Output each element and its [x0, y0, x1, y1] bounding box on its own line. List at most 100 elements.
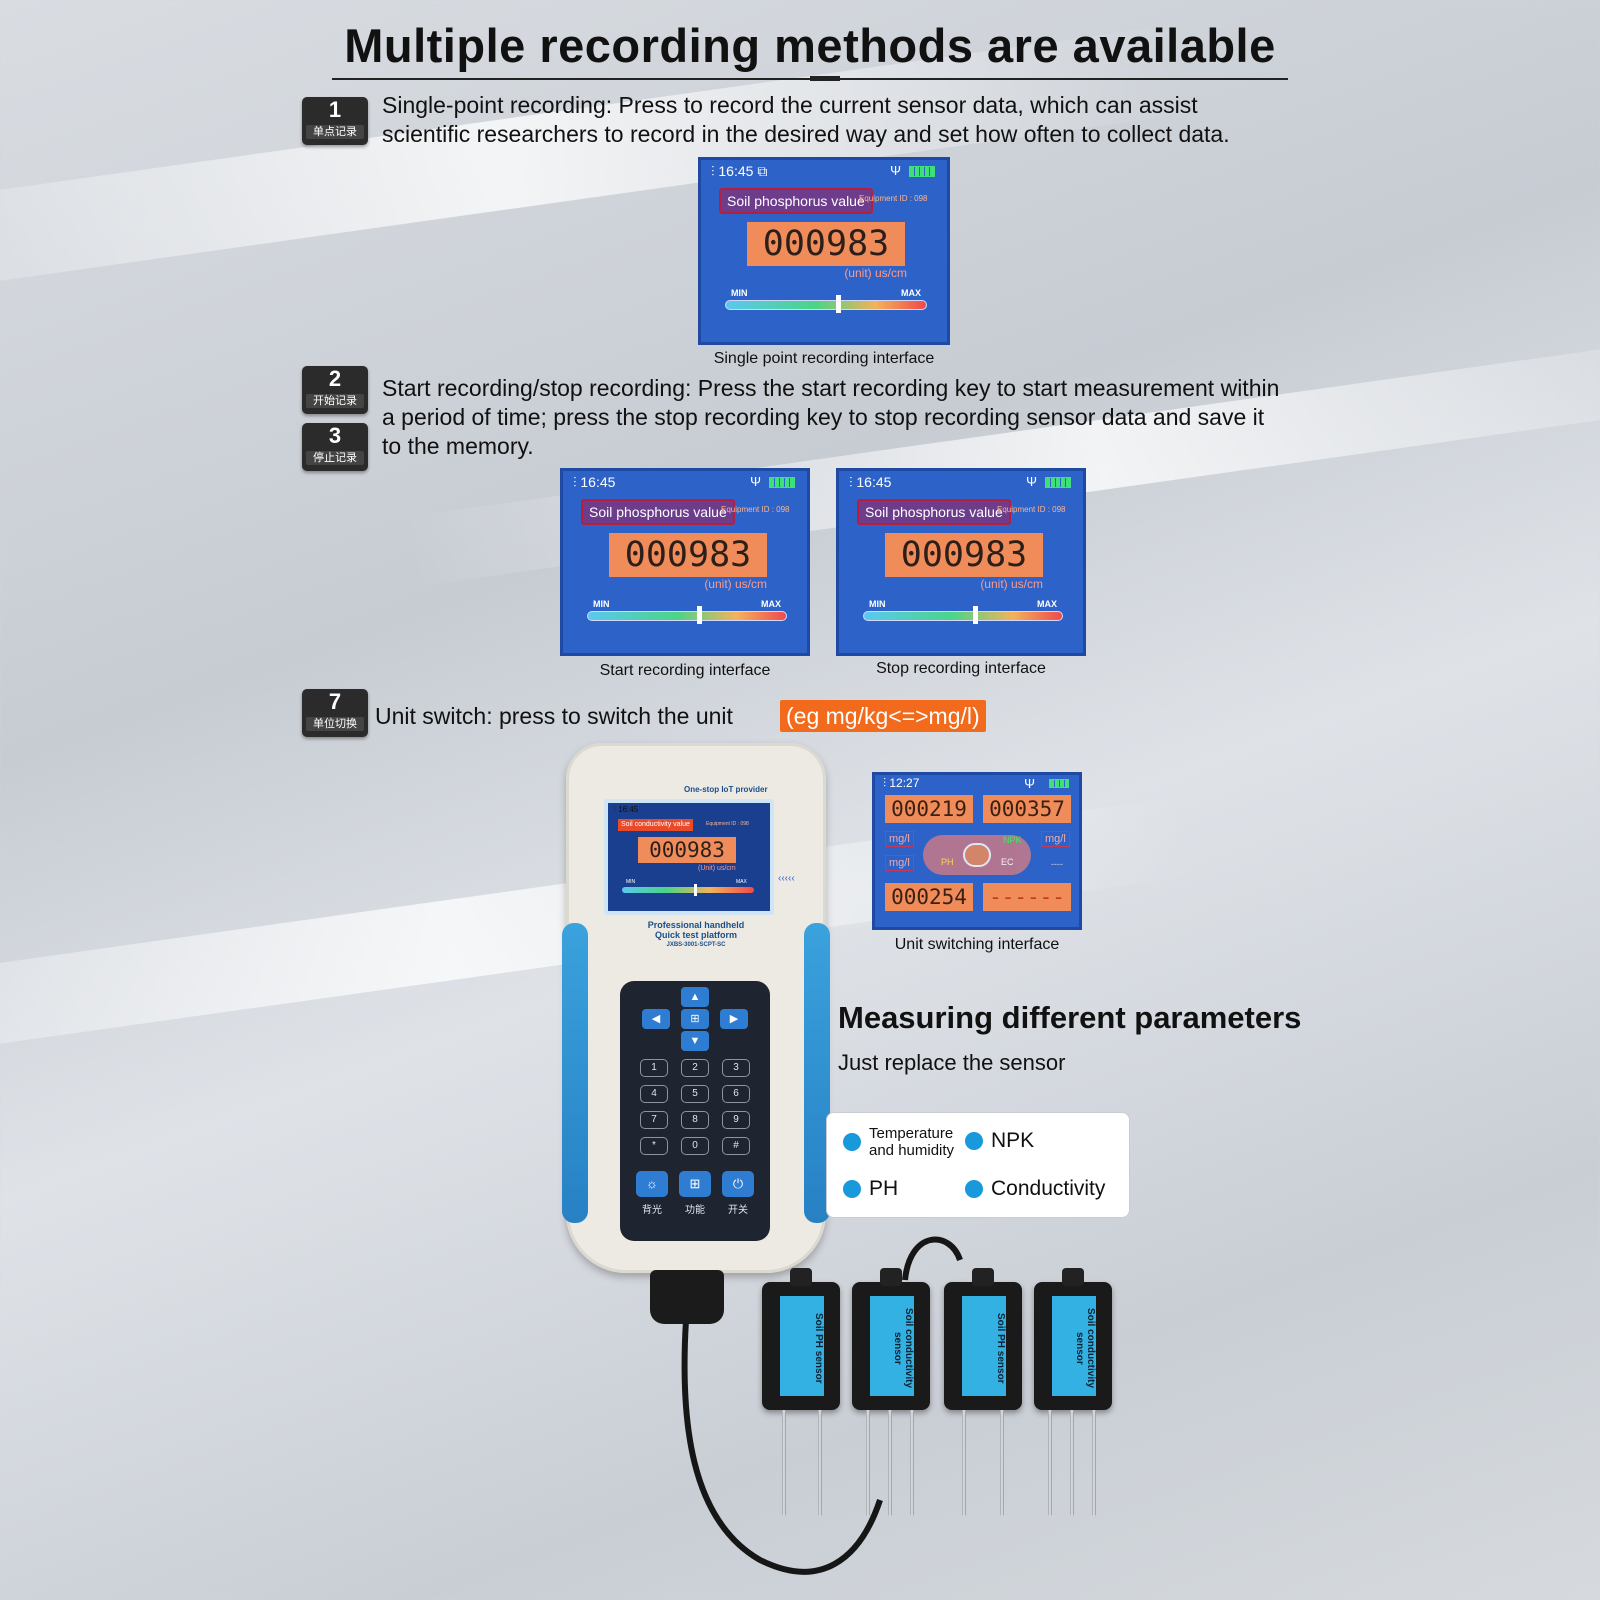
- sensor-probe: [1000, 1410, 1004, 1516]
- measurement-value: 000983: [885, 533, 1043, 577]
- sensor-probe: [818, 1410, 822, 1516]
- bullet-dot-icon: [843, 1180, 861, 1198]
- device-measurement-label: Soil conductivity value: [618, 819, 693, 831]
- sensor-cap: [880, 1268, 902, 1286]
- db9-connector: [650, 1270, 724, 1324]
- param-conductivity: Conductivity: [965, 1177, 1105, 1201]
- signal-time: ⫶ 12:27: [883, 776, 920, 790]
- device-time: ⫶ 16:45: [614, 805, 639, 814]
- power-button[interactable]: ⏻: [722, 1171, 754, 1197]
- scale-max: MAX: [901, 288, 921, 298]
- device-level-needle: [693, 884, 697, 896]
- caption-start: Start recording interface: [599, 662, 771, 679]
- start-stop-description: Start recording/stop recording: Press th…: [382, 375, 1280, 459]
- key-9[interactable]: 9: [722, 1111, 750, 1129]
- sensor-1: Soil PH sensor: [762, 1268, 840, 1410]
- measurement-label: Soil phosphorus value: [581, 499, 735, 525]
- device-brand: One-stop IoT provider: [684, 785, 768, 794]
- caption-unit: Unit switching interface: [894, 936, 1060, 953]
- battery-icon: [769, 477, 795, 488]
- hub-knob: [963, 843, 991, 867]
- key-7[interactable]: 7: [640, 1111, 668, 1129]
- key-hash[interactable]: #: [722, 1137, 750, 1155]
- level-bar: [725, 295, 927, 313]
- measurement-unit: (unit) us/cm: [704, 577, 767, 591]
- title-underline: [332, 76, 1288, 81]
- usb-icon: Ψ: [1024, 776, 1035, 791]
- device-model: JXBS-3001-SCPT-SC: [666, 942, 726, 948]
- scale-max: MAX: [761, 599, 781, 609]
- equipment-id: Equipment ID : 098: [859, 194, 928, 203]
- value-cell-1: 000219: [885, 795, 973, 823]
- stop-recording-screen: ⫶ 16:45 Ψ Soil phosphorus value Equipmen…: [836, 468, 1086, 656]
- function-button[interactable]: ⊞: [679, 1171, 711, 1197]
- arrow-left-button[interactable]: ◀: [642, 1009, 670, 1029]
- level-needle: [972, 606, 978, 624]
- signal-time: ⫶ 16:45: [573, 474, 616, 490]
- signal-time: ⫶ 16:45: [849, 474, 892, 490]
- key-0[interactable]: 0: [681, 1137, 709, 1155]
- function-label: 功能: [685, 1205, 705, 1216]
- key-single-record: 1 单点记录: [302, 97, 368, 145]
- key-unit-switch: 7 单位切换: [302, 689, 368, 737]
- signal-time: ⫶ 16:45 ⧉: [711, 163, 768, 179]
- unit-switching-screen: ⫶ 12:27 Ψ 000219 000357 mg/l mg/l mg/l P…: [872, 772, 1082, 930]
- sensor-probe: [888, 1410, 892, 1516]
- key-2[interactable]: 2: [681, 1059, 709, 1077]
- scale-min: MIN: [731, 288, 748, 298]
- key-6[interactable]: 6: [722, 1085, 750, 1103]
- sensor-cap: [1062, 1268, 1084, 1286]
- backlight-button[interactable]: ☼: [636, 1171, 668, 1197]
- key-star[interactable]: *: [640, 1137, 668, 1155]
- sensor-cap: [972, 1268, 994, 1286]
- start-recording-screen: ⫶ 16:45 Ψ Soil phosphorus value Equipmen…: [560, 468, 810, 656]
- device-equipment-id: Equipment ID : 098: [706, 821, 749, 827]
- sensor-probe: [1070, 1410, 1074, 1516]
- handheld-device: One-stop IoT provider ⫶ 16:45 Soil condu…: [562, 743, 830, 1273]
- device-screen: ⫶ 16:45 Soil conductivity value Equipmen…: [604, 799, 774, 915]
- key-5[interactable]: 5: [681, 1085, 709, 1103]
- parameters-subheading: Just replace the sensor: [838, 1050, 1066, 1075]
- device-text-line1: Professional handheld: [647, 920, 745, 930]
- usb-icon: Ψ: [750, 474, 761, 489]
- device-measurement-unit: (Unit) us/cm: [698, 865, 736, 872]
- battery-icon: [1049, 779, 1069, 788]
- parameters-heading: Measuring different parameters: [838, 1000, 1302, 1035]
- value-cell-2: 000357: [983, 795, 1071, 823]
- value-cell-3: 000254: [885, 883, 973, 911]
- sensor-cap: [790, 1268, 812, 1286]
- unit-label-2: mg/l: [1041, 831, 1070, 847]
- sensor-probe: [1048, 1410, 1052, 1516]
- key-3[interactable]: 3: [722, 1059, 750, 1077]
- parameter-hub: [923, 835, 1031, 875]
- level-needle: [696, 606, 702, 624]
- key-8[interactable]: 8: [681, 1111, 709, 1129]
- key-4[interactable]: 4: [640, 1085, 668, 1103]
- device-measurement-value: 000983: [638, 837, 736, 863]
- tag-dash: ----: [1051, 859, 1063, 869]
- unit-switch-description: Unit switch: press to switch the unit: [375, 703, 733, 729]
- arrow-right-button[interactable]: ▶: [720, 1009, 748, 1029]
- arrow-down-button[interactable]: ▼: [681, 1031, 709, 1051]
- device-scale-max: MAX: [736, 879, 747, 885]
- value-cell-4: ------: [983, 883, 1071, 911]
- device-side-grip-right: [804, 923, 830, 1223]
- sensor-probe: [866, 1410, 870, 1516]
- equipment-id: Equipment ID : 098: [997, 505, 1066, 514]
- sensor-3: Soil PH sensor: [944, 1268, 1022, 1410]
- device-scale-min: MIN: [626, 879, 636, 885]
- caption-single: Single point recording interface: [713, 350, 935, 367]
- param-ph: PH: [843, 1177, 898, 1201]
- ok-button[interactable]: ⊞: [681, 1009, 709, 1029]
- equipment-id: Equipment ID : 098: [721, 505, 790, 514]
- scale-max: MAX: [1037, 599, 1057, 609]
- arrow-up-button[interactable]: ▲: [681, 987, 709, 1007]
- level-bar: [863, 606, 1063, 624]
- sensor-probe: [1092, 1410, 1096, 1516]
- device-keypad: ▲ ◀ ⊞ ▶ ▼ 1 2 3 4 5 6 7 8 9 * 0 # ☼ ⊞ ⏻ …: [620, 981, 770, 1241]
- measurement-unit: (unit) us/cm: [980, 577, 1043, 591]
- key-1[interactable]: 1: [640, 1059, 668, 1077]
- measurement-label: Soil phosphorus value: [719, 188, 873, 214]
- chevron-left-icon: ‹‹‹‹‹: [778, 873, 795, 884]
